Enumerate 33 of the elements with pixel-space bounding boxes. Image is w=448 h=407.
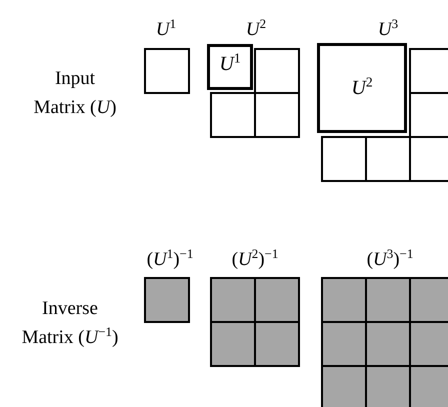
- block-label: U$^{1}$: [219, 53, 241, 76]
- block-label: U$^{2}$: [351, 76, 373, 100]
- shaded-matrix-cell: [321, 277, 367, 323]
- matrix-heading: (U$^{1}$)$^{−1}$: [146, 246, 194, 272]
- matrix-heading: U$^{3}$: [378, 16, 398, 42]
- shaded-matrix-cell: [409, 365, 448, 407]
- row-label: Input Matrix (U): [32, 67, 118, 120]
- matrix-cell: [210, 92, 256, 138]
- shaded-matrix-cell: [144, 277, 190, 323]
- shaded-matrix-cell: [254, 277, 300, 323]
- shaded-matrix-cell: [254, 321, 300, 367]
- shaded-matrix-cell: [409, 277, 448, 323]
- shaded-matrix-cell: [365, 277, 411, 323]
- matrix-cell: [365, 136, 411, 182]
- shaded-matrix-cell: [365, 365, 411, 407]
- matrix-cell: [409, 48, 448, 94]
- matrix-cell: [207, 44, 253, 90]
- shaded-matrix-cell: [321, 321, 367, 367]
- shaded-matrix-cell: [321, 365, 367, 407]
- matrix-cell: [254, 92, 300, 138]
- shaded-matrix-cell: [210, 277, 256, 323]
- matrix-heading: (U$^{2}$)$^{−1}$: [232, 246, 278, 272]
- shaded-matrix-cell: [210, 321, 256, 367]
- matrix-cell: [254, 48, 300, 94]
- matrix-heading: U$^{2}$: [246, 16, 266, 42]
- matrix-heading: U$^{1}$: [156, 16, 176, 42]
- matrix-heading: (U$^{3}$)$^{−1}$: [366, 246, 414, 272]
- matrix-cell: [317, 43, 407, 133]
- shaded-matrix-cell: [409, 321, 448, 367]
- shaded-matrix-cell: [365, 321, 411, 367]
- row-label: Inverse Matrix (U$^{−1}$): [20, 297, 120, 350]
- matrix-cell: [144, 48, 190, 94]
- matrix-cell: [321, 136, 367, 182]
